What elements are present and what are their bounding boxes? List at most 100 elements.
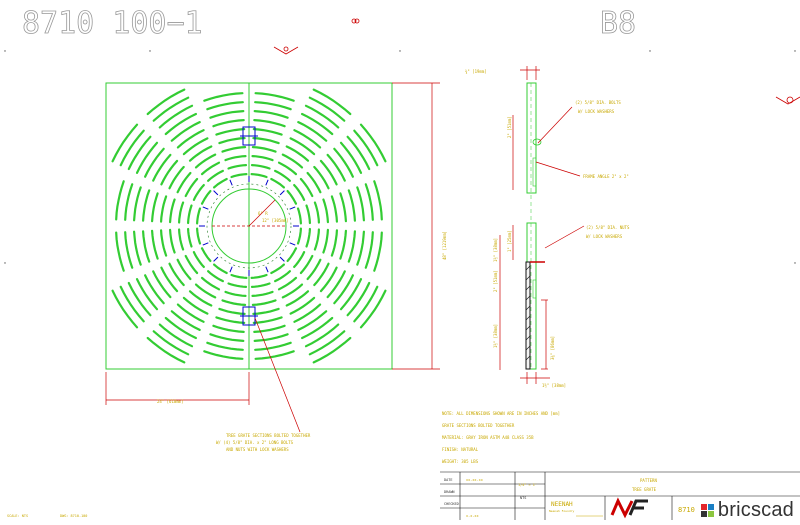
- grate-slot: [124, 183, 134, 221]
- grate-slot: [212, 119, 245, 128]
- grate-slot: [356, 230, 365, 266]
- grate-slot: [203, 92, 244, 102]
- grate-slot: [254, 92, 295, 102]
- grate-slot: [250, 164, 271, 170]
- grate-slot: [339, 229, 347, 260]
- grate-slot: [339, 141, 363, 174]
- grate-slot: [176, 258, 192, 281]
- bricscad-wordmark: bricscad: [717, 499, 794, 521]
- grate-slot: [313, 262, 330, 287]
- grate-slot: [230, 173, 248, 179]
- grate-slot: [227, 282, 248, 288]
- grate-slot: [281, 153, 304, 169]
- grate-slot: [330, 195, 338, 223]
- grate-slot: [200, 247, 212, 262]
- grate-slot: [207, 169, 224, 182]
- footer-left-2: DWG: 8710-100: [60, 514, 87, 518]
- grate-slot: [218, 307, 246, 315]
- grate-slot: [251, 155, 274, 162]
- note-line: NOTE: ALL DIMENSIONS SHOWN ARE IN INCHES…: [442, 411, 560, 416]
- grate-slot: [252, 316, 283, 324]
- section-nut: [532, 279, 537, 299]
- grate-slot: [299, 254, 314, 275]
- grate-slot: [330, 229, 338, 257]
- grate-slot: [251, 290, 274, 297]
- section-view: [525, 82, 545, 370]
- grate-slot: [364, 183, 374, 221]
- grate-slot: [200, 190, 212, 205]
- grate-slot: [212, 324, 245, 333]
- opening-tick: [279, 256, 285, 262]
- catalog-number: 8710: [678, 506, 695, 514]
- section-dimensions: [499, 66, 585, 384]
- opening-tick: [202, 242, 209, 246]
- grate-slot: [301, 112, 334, 136]
- grate-slot: [169, 198, 176, 224]
- grate-slot: [346, 281, 371, 317]
- grate-slot: [299, 177, 314, 198]
- grate-slot: [127, 135, 152, 171]
- grate-slot: [254, 101, 292, 111]
- bolt-note-1: (2) 5/8" DIA. BOLTS: [575, 100, 621, 105]
- grate-slot: [176, 171, 192, 194]
- grate-slot: [353, 285, 379, 323]
- title-row-value: xx-xx-xx: [466, 478, 483, 482]
- grate-slot: [146, 336, 186, 364]
- grate-slot: [254, 341, 292, 351]
- grate-slot: [308, 330, 346, 356]
- grate-slot: [184, 177, 199, 198]
- grate-slot: [194, 153, 217, 169]
- grate-slot: [254, 350, 295, 360]
- grate-slot: [339, 278, 363, 311]
- grate-slot: [251, 299, 277, 306]
- opening-tick: [265, 266, 269, 273]
- grate-slot: [230, 273, 248, 279]
- grate-slot: [146, 88, 186, 116]
- grate-slot: [196, 227, 202, 245]
- grate-slot: [253, 119, 286, 128]
- opening-tick: [213, 256, 219, 262]
- bricscad-watermark: bricscad: [700, 499, 794, 522]
- grate-slot: [115, 180, 125, 221]
- opening-tick: [229, 179, 233, 186]
- plan-dimensions: [105, 82, 440, 433]
- grate-slot: [152, 270, 172, 299]
- grate-slot: [364, 231, 374, 269]
- grate-slot: [133, 186, 142, 222]
- nf-logo: [610, 497, 650, 519]
- grate-slot: [297, 310, 328, 331]
- company-name: NEENAH: [551, 501, 573, 508]
- grate-slot: [207, 270, 224, 283]
- grate-slot: [347, 230, 356, 263]
- section-slot: [532, 157, 537, 187]
- grate-slot: [194, 283, 217, 299]
- grate-slot: [306, 171, 322, 194]
- note-line: MATERIAL: GRAY IRON ASTM A48 CLASS 35B: [442, 435, 534, 440]
- grate-slot: [151, 229, 159, 260]
- opening-tick: [279, 190, 285, 196]
- grate-slot: [293, 251, 306, 268]
- bolt-lug-bottom: [240, 306, 258, 326]
- grate-slot: [160, 266, 179, 293]
- grate-slot: [206, 341, 244, 351]
- note-line: GRATE SECTIONS BOLTED TOGETHER: [442, 423, 515, 428]
- grate-slot: [187, 227, 193, 248]
- logo-square: [700, 503, 707, 510]
- grate-slot: [142, 189, 151, 222]
- logo-square: [707, 503, 714, 510]
- grate-slot: [286, 247, 298, 262]
- grate-slot: [270, 263, 285, 275]
- vert-dim-4: 2" [51mm]: [493, 270, 498, 292]
- grate-slot: [160, 229, 168, 257]
- opening-tick: [289, 242, 296, 246]
- grate-slot: [176, 303, 205, 323]
- grate-slot: [296, 207, 302, 225]
- grate-slot: [152, 330, 190, 356]
- grate-slot: [182, 296, 209, 315]
- grate-slot: [333, 274, 354, 305]
- scale-label: NTS: [520, 496, 526, 500]
- grate-slot: [224, 155, 247, 162]
- note-line: WEIGHT: 305 LBS: [442, 459, 479, 464]
- grate-slot: [192, 251, 205, 268]
